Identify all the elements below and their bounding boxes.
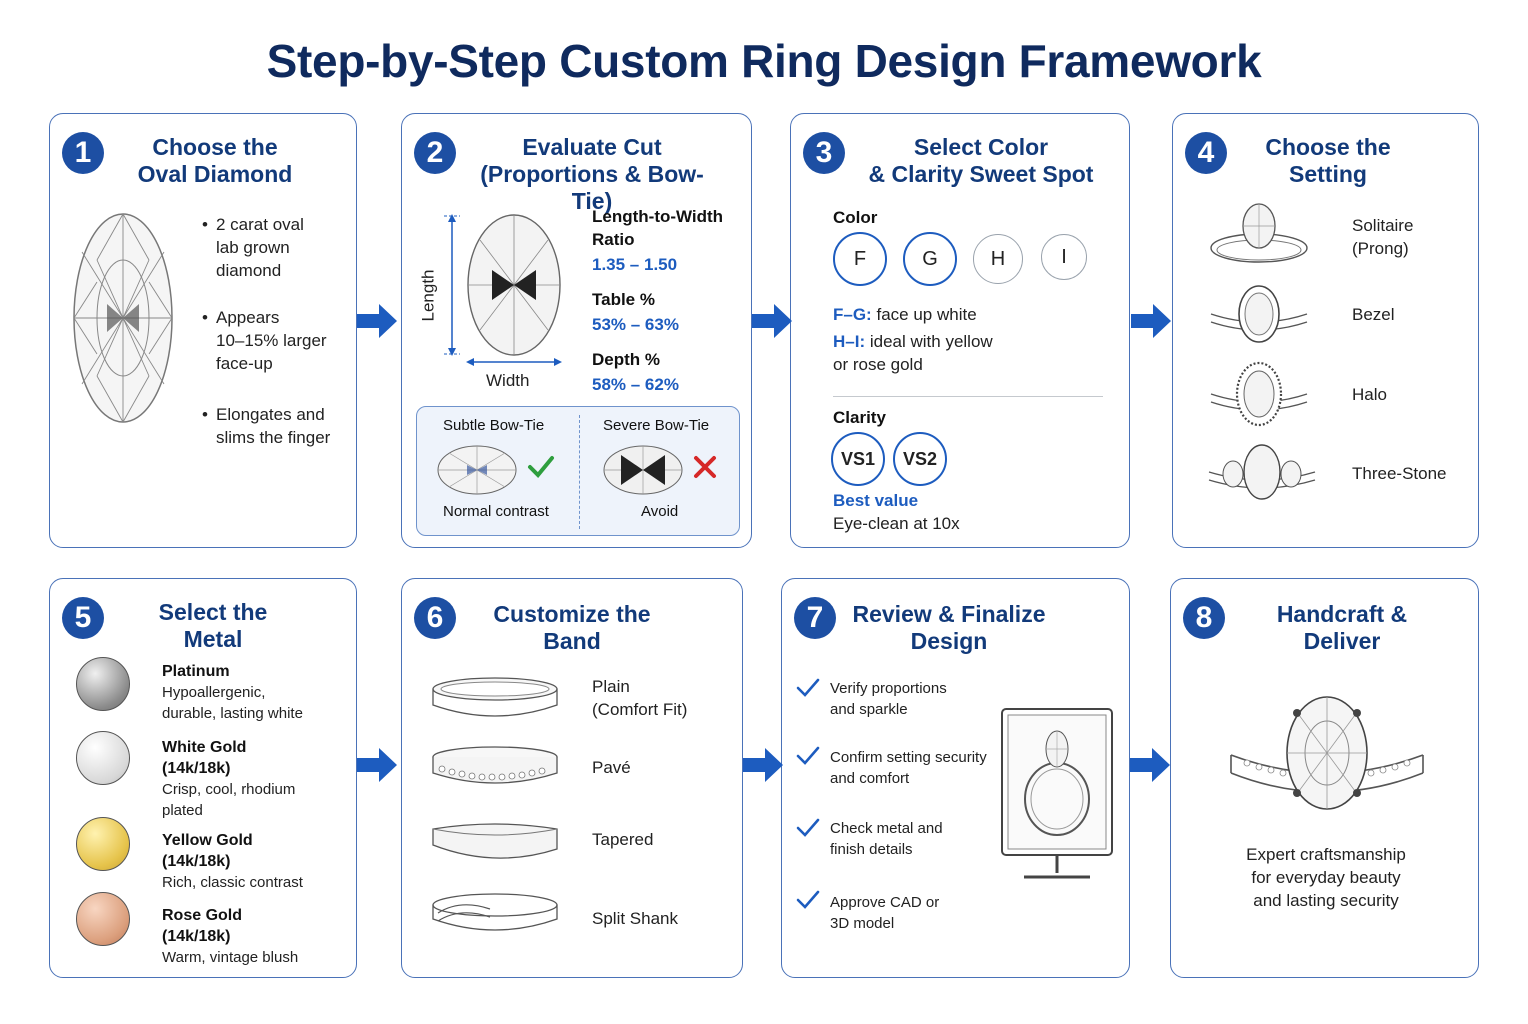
step-8-card: 8 Handcraft &Deliver Expert craftsmanshi… [1170,578,1479,978]
step-2-card: 2 Evaluate Cut(Proportions & Bow-Tie) Le… [401,113,752,548]
platinum-swatch [76,657,130,711]
color-label: Color [833,208,878,227]
step-3-card: 3 Select Color& Clarity Sweet Spot Color… [790,113,1130,548]
arrow-right-icon [1131,304,1171,338]
setting-label-halo: Halo [1352,385,1387,404]
divider [833,396,1103,397]
check-icon [796,890,820,909]
color-chip-h: H [973,234,1023,284]
check-icon [796,818,820,837]
metal-platinum: Platinum Hypoallergenic,durable, lasting… [162,663,303,722]
step-number: 3 [803,132,845,174]
color-note-fg: F–G: face up white [833,305,977,324]
severe-bowtie-caption: Avoid [641,503,679,520]
clarity-chip-vs1: VS1 [831,432,885,486]
clarity-chip-vs2: VS2 [893,432,947,486]
finished-ring-icon [1230,696,1424,810]
table-pct: Table % 53% – 63% [592,290,679,334]
arrow-right-icon [743,748,783,782]
width-label: Width [486,371,530,390]
page-title: Step-by-Step Custom Ring Design Framewor… [266,35,1262,87]
pave-band-icon [432,746,558,784]
metal-yellow-gold: Yellow Gold (14k/18k) Rich, classic cont… [162,832,303,891]
bowtie-comparison: Subtle Bow-Tie Normal contrast Severe Bo… [416,406,740,536]
best-value-label: Best value [833,491,919,510]
setting-label-bezel: Bezel [1352,305,1395,324]
oval-diamond-icon [73,213,173,423]
severe-bowtie-label: Severe Bow-Tie [603,417,710,434]
color-note-hi: H–I: ideal with yellow or rose gold [833,332,993,374]
bezel-ring-icon [1210,285,1308,343]
color-chip-i: I [1041,234,1087,280]
proportion-diagram-icon [444,214,562,366]
setting-label-three-stone: Three-Stone [1352,464,1447,483]
band-label-plain: Plain(Comfort Fit) [592,677,688,719]
subtle-bowtie-diamond-icon [437,445,517,495]
severe-bowtie-diamond-icon [603,445,683,495]
three-stone-ring-icon [1208,444,1316,500]
white-gold-swatch [76,731,130,785]
band-label-tapered: Tapered [592,830,654,849]
step-number: 5 [62,597,104,639]
arrow-right-icon [1130,748,1170,782]
metal-rose-gold: Rose Gold (14k/18k) Warm, vintage blush [162,907,299,966]
step-title: Select Color& Clarity Sweet Spot [868,134,1094,187]
setting-label-solitaire: Solitaire(Prong) [1352,216,1414,258]
arrow-right-icon [357,748,397,782]
step-number: 1 [62,132,104,174]
subtle-bowtie-caption: Normal contrast [443,503,549,520]
arrow-right-icon [357,304,397,338]
yellow-gold-swatch [76,817,130,871]
step-number: 7 [794,597,836,639]
color-chip-f: F [833,232,887,286]
color-chip-g: G [903,232,957,286]
depth-pct: Depth % 58% – 62% [592,350,679,394]
step-number: 2 [414,132,456,174]
rose-gold-swatch [76,892,130,946]
cross-icon [694,456,716,478]
step-number: 4 [1185,132,1227,174]
tapered-band-icon [432,823,558,859]
lw-ratio: Length-to-Width Ratio 1.35 – 1.50 [592,207,724,274]
check-icon [796,746,820,765]
halo-ring-icon [1210,361,1308,427]
step-title: Handcraft &Deliver [1276,601,1408,654]
check-icon [528,456,554,478]
solitaire-ring-icon [1210,203,1308,263]
metal-white-gold: White Gold (14k/18k) Crisp, cool, rhodiu… [162,739,296,819]
clarity-label: Clarity [833,408,886,427]
step-number: 8 [1183,597,1225,639]
split-shank-band-icon [432,893,558,931]
eye-clean-label: Eye-clean at 10x [833,514,960,533]
subtle-bowtie-label: Subtle Bow-Tie [443,417,545,434]
band-label-pave: Pavé [592,758,631,777]
plain-band-icon [432,677,558,717]
cad-monitor-icon [1001,708,1113,879]
arrow-right-icon [752,304,792,338]
length-label: Length [418,269,438,322]
check-icon [796,678,820,697]
step-title: Evaluate Cut(Proportions & Bow-Tie) [480,134,704,214]
divider [579,415,580,529]
band-label-split-shank: Split Shank [592,909,678,928]
step-number: 6 [414,597,456,639]
